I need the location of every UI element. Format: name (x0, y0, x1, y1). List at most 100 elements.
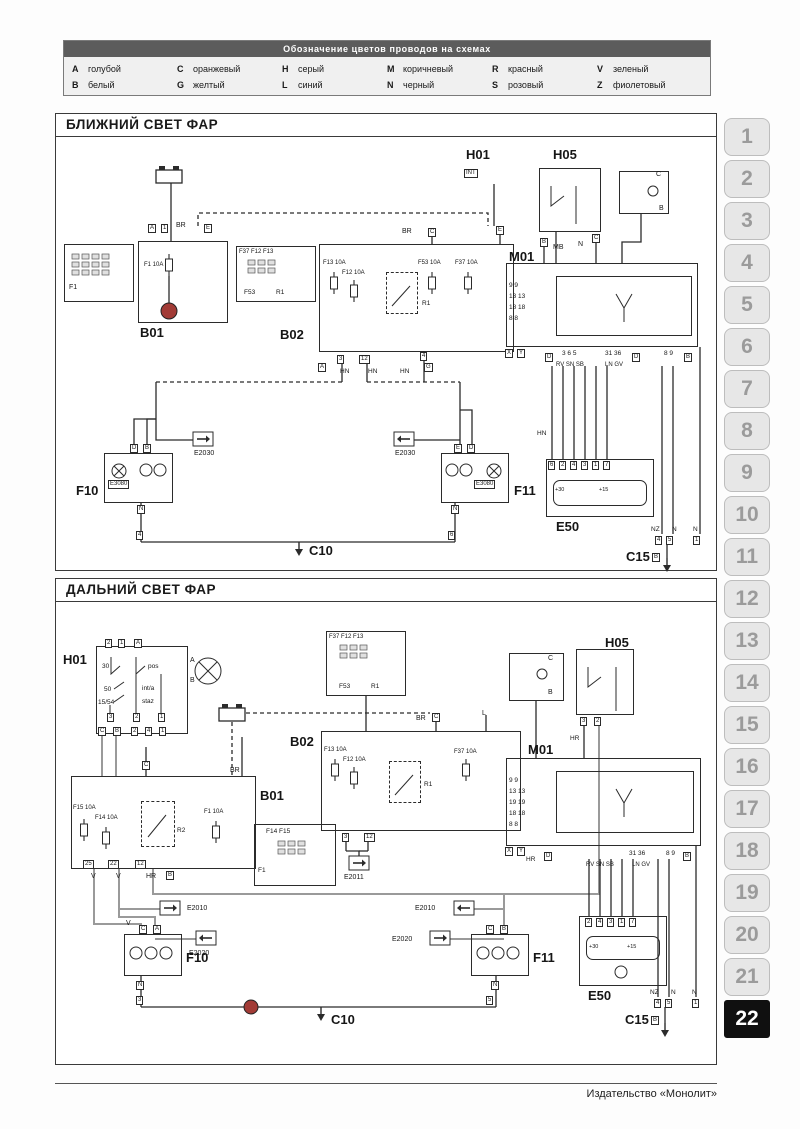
wire-label: BR (402, 228, 412, 235)
wire-label: LN GV (605, 362, 624, 368)
pin-label: 3 (581, 461, 589, 470)
component-label: B01 (140, 325, 164, 340)
wire-color-code: L (282, 80, 288, 90)
wire-label: F14 F15 (266, 828, 291, 835)
wire-label: E2020 (189, 950, 210, 957)
component-label: F11 (514, 483, 536, 498)
pin-label: E (454, 444, 463, 453)
wire-label: E2030 (194, 450, 215, 457)
lamp-icon (459, 463, 473, 477)
pin-label: 3 (580, 717, 588, 726)
wire (391, 285, 411, 307)
pin-label: 5 (666, 536, 674, 545)
wire (113, 694, 125, 703)
lamp-icon (506, 946, 520, 960)
lamp-icon (491, 946, 505, 960)
wire (110, 657, 121, 676)
wire-label: F37 F12 F13 (329, 634, 364, 640)
fuse-grid-icon (101, 269, 110, 276)
page-tab-18: 18 (724, 832, 770, 870)
pin-label: X (505, 349, 514, 358)
page-tab-4: 4 (724, 244, 770, 282)
wire-label: E2010 (187, 905, 208, 912)
arrow-head-icon (457, 904, 461, 912)
wire-label: HN (368, 368, 378, 375)
component-label: B02 (290, 734, 314, 749)
component-label: C10 (309, 543, 333, 558)
wire (146, 418, 156, 446)
wire (394, 774, 414, 796)
wire-label: B (190, 677, 195, 684)
arrow-head-icon (206, 435, 210, 443)
page-tab-5: 5 (724, 286, 770, 324)
wire-label: BR (230, 767, 240, 774)
wire-label: F12 10A (343, 757, 366, 763)
wire (504, 723, 600, 895)
fuse-icon (330, 276, 338, 290)
component-box (104, 453, 173, 503)
fuse-grid-icon (101, 261, 110, 268)
wire-label: F53 10A (418, 260, 441, 266)
wire-color-name: белый (88, 80, 115, 90)
wire (113, 465, 125, 477)
fuse-grid-icon (91, 253, 100, 260)
component-box (509, 653, 564, 701)
wire-label: +30 (555, 487, 565, 493)
pin-label: X (505, 847, 514, 856)
pin-label: C (432, 713, 441, 722)
component-box (506, 758, 701, 846)
fuse-grid-icon (71, 269, 80, 276)
pin-label: A (153, 925, 162, 934)
pin-label: 2 (133, 713, 141, 722)
component-label: M01 (528, 742, 554, 757)
wire-label: HR (526, 856, 536, 863)
component-label: M01 (509, 249, 535, 264)
wire (113, 681, 125, 690)
fuse-grid-icon (267, 267, 276, 274)
pin-label: 2 (105, 639, 113, 648)
wire-label: R2 (177, 827, 186, 834)
fuse-icon (331, 763, 339, 777)
fuse-grid-icon (257, 259, 266, 266)
pin-label: 1 (592, 461, 600, 470)
component-label: E50 (556, 519, 580, 534)
wire-label: A (190, 657, 195, 664)
page-tab-21: 21 (724, 958, 770, 996)
arrow-head-icon (173, 904, 177, 912)
wire (587, 667, 602, 689)
fuse-icon (165, 258, 173, 272)
pin-label: G (424, 363, 433, 372)
wire-label: NZ (650, 989, 659, 996)
pin-label: 5 (665, 999, 673, 1008)
page-tab-19: 19 (724, 874, 770, 912)
component-box (319, 244, 514, 352)
component-box (386, 272, 418, 314)
ground-icon (663, 565, 671, 572)
wire-label: E2030 (395, 450, 416, 457)
pin-label: 5 (486, 996, 494, 1005)
wire-label: V (116, 873, 121, 880)
pin-label: C (139, 925, 148, 934)
pin-label: 2 (594, 717, 602, 726)
component-box (471, 934, 529, 976)
wire-color-code: S (492, 80, 499, 90)
fuse-grid-icon (81, 261, 90, 268)
pin-label: 4 (570, 461, 578, 470)
lamp-icon (445, 463, 459, 477)
wire-label: R1 (371, 683, 380, 690)
lamp-icon (129, 946, 143, 960)
wire-label: E2020 (392, 936, 413, 943)
wire-label: E2010 (415, 905, 436, 912)
pin-label: 1 (693, 536, 701, 545)
page-tab-14: 14 (724, 664, 770, 702)
arrow-head-icon (199, 934, 203, 942)
fuse-grid-icon (339, 644, 348, 651)
wire-label: RV SN SB (586, 862, 614, 868)
